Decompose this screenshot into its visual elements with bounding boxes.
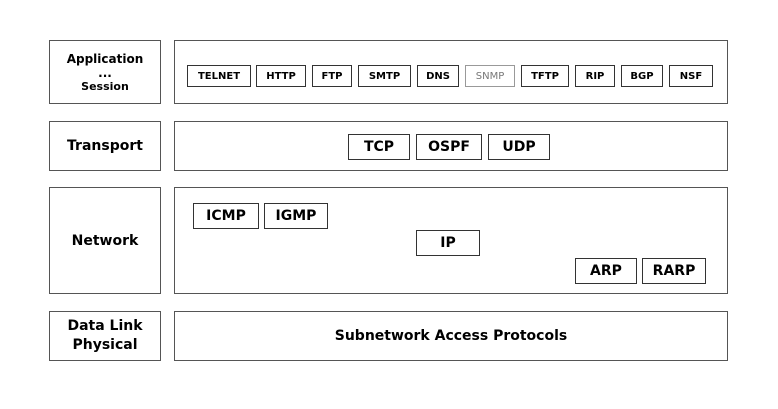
protocol-smtp: SMTP bbox=[358, 65, 411, 87]
layer-protocols-transport: TCP OSPF UDP bbox=[174, 121, 728, 171]
layer-label-datalink: Data Link Physical bbox=[49, 311, 161, 361]
protocol-snmp: SNMP bbox=[465, 65, 515, 87]
protocol-udp: UDP bbox=[488, 134, 550, 160]
protocol-telnet: TELNET bbox=[187, 65, 251, 87]
protocol-nsf: NSF bbox=[669, 65, 713, 87]
protocol-rarp: RARP bbox=[642, 258, 706, 284]
protocol-bgp: BGP bbox=[621, 65, 663, 87]
protocol-ip: IP bbox=[416, 230, 480, 256]
layer-label-application-line1: Application bbox=[66, 51, 144, 66]
layer-label-application: Application ... Session bbox=[49, 40, 161, 104]
layer-label-transport-text: Transport bbox=[67, 138, 143, 154]
protocol-ospf: OSPF bbox=[416, 134, 482, 160]
layer-protocols-network: ICMP IGMP IP ARP RARP bbox=[174, 187, 728, 294]
layer-label-datalink-line2: Physical bbox=[72, 337, 138, 353]
protocol-tftp: TFTP bbox=[521, 65, 569, 87]
protocol-rip: RIP bbox=[575, 65, 615, 87]
layer-label-transport: Transport bbox=[49, 121, 161, 171]
layer-label-application-line3: Session bbox=[81, 79, 129, 93]
layer-label-application-line2: ... bbox=[98, 65, 112, 80]
protocol-tcp: TCP bbox=[348, 134, 410, 160]
protocol-dns: DNS bbox=[417, 65, 459, 87]
layer-label-datalink-line1: Data Link bbox=[67, 318, 143, 334]
protocol-arp: ARP bbox=[575, 258, 637, 284]
protocol-http: HTTP bbox=[256, 65, 306, 87]
subnetwork-access-protocols: Subnetwork Access Protocols bbox=[334, 328, 568, 344]
protocol-igmp: IGMP bbox=[264, 203, 328, 229]
protocol-ftp: FTP bbox=[312, 65, 352, 87]
layer-protocols-application: TELNET HTTP FTP SMTP DNS SNMP TFTP RIP B… bbox=[174, 40, 728, 104]
layer-protocols-datalink: Subnetwork Access Protocols bbox=[174, 311, 728, 361]
protocol-icmp: ICMP bbox=[193, 203, 259, 229]
layer-label-network: Network bbox=[49, 187, 161, 294]
layer-label-network-text: Network bbox=[71, 232, 139, 249]
